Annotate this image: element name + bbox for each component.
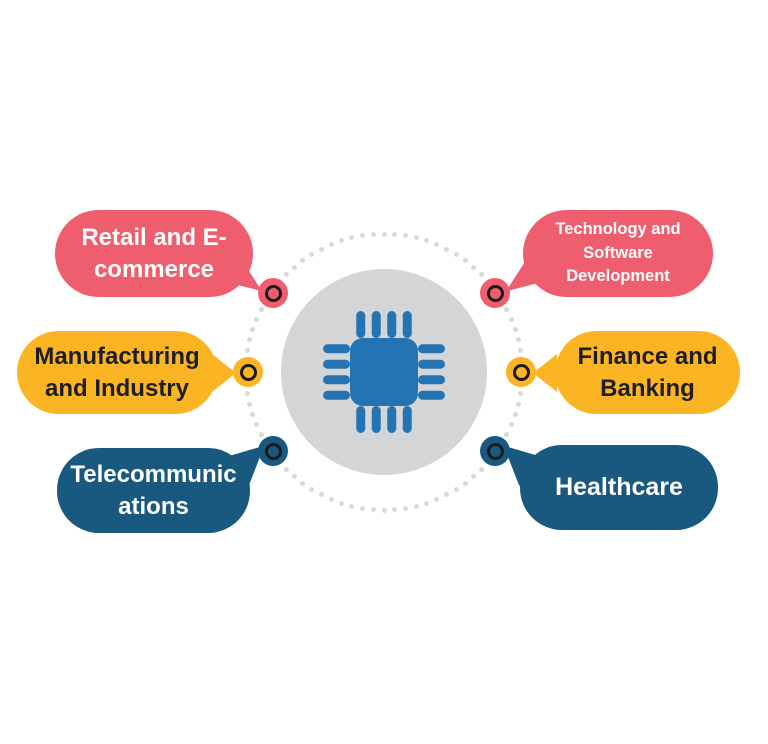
ring-dot	[453, 487, 459, 493]
ring-dot	[291, 264, 297, 270]
ring-dot	[479, 467, 485, 473]
ring-dot	[403, 505, 409, 511]
ring-dot	[250, 326, 256, 332]
connector-node-ring	[239, 363, 257, 381]
ring-dot	[247, 401, 253, 407]
connector-node-ring	[486, 284, 504, 302]
ring-dot	[444, 246, 450, 252]
connector-node-technology	[480, 278, 510, 308]
connector-node-manufacturing	[233, 357, 263, 387]
ring-dot	[283, 467, 289, 473]
ring-dot	[517, 391, 523, 397]
ring-dot	[392, 231, 398, 237]
ring-dot	[338, 500, 344, 506]
bubble-manufacturing-industry-label: Manufacturing and Industry	[34, 343, 200, 402]
ring-dot	[283, 271, 289, 277]
ring-dot	[444, 492, 450, 498]
ring-dot	[370, 231, 376, 237]
ring-dot	[403, 233, 409, 239]
ring-dot	[381, 231, 387, 237]
ring-dot	[471, 264, 477, 270]
ring-dot	[434, 496, 440, 502]
ring-dot	[328, 242, 334, 247]
ring-dot	[309, 251, 315, 257]
ring-dot	[453, 251, 459, 257]
ring-dot	[392, 507, 398, 513]
ring-dot	[250, 412, 256, 418]
ring-dot	[245, 391, 251, 397]
connector-node-ring	[512, 363, 530, 381]
ring-dot	[508, 316, 514, 322]
bubble-finance-tail	[533, 354, 557, 392]
ring-dot	[517, 347, 523, 353]
ring-dot	[413, 503, 419, 509]
ring-dot	[462, 257, 468, 263]
ring-dot	[328, 496, 334, 502]
bubble-retail-ecommerce: Retail and E-commerce	[55, 210, 253, 297]
ring-dot	[318, 492, 324, 498]
ring-dot	[254, 422, 259, 428]
connector-node-finance	[506, 357, 536, 387]
ring-dot	[349, 235, 355, 241]
ring-dot	[359, 505, 365, 511]
ring-dot	[508, 422, 514, 428]
ring-dot	[515, 337, 521, 343]
connector-node-ring	[264, 284, 282, 302]
ring-dot	[512, 326, 518, 332]
bubble-healthcare: Healthcare	[520, 445, 718, 530]
ring-dot	[349, 503, 355, 509]
bubble-finance-banking-label: Finance and Banking	[577, 343, 718, 402]
ring-dot	[359, 233, 365, 239]
bubble-technology-software: Technology and Software Development	[523, 210, 713, 297]
ring-dot	[300, 257, 306, 263]
bubble-healthcare-label: Healthcare	[555, 473, 683, 502]
ring-dot	[291, 474, 297, 480]
ring-dot	[247, 337, 253, 343]
ring-dot	[254, 316, 259, 322]
ring-dot	[338, 238, 344, 244]
ring-dot	[381, 507, 387, 513]
ring-dot	[434, 242, 440, 247]
ring-dot	[504, 432, 510, 438]
connector-node-ring	[264, 442, 282, 460]
ring-dot	[424, 238, 430, 244]
bubble-manufacturing-industry: Manufacturing and Industry	[17, 331, 217, 414]
ring-dot	[424, 500, 430, 506]
ring-dot	[318, 246, 324, 252]
connector-node-telecom	[258, 436, 288, 466]
ring-dot	[515, 401, 521, 407]
ring-dot	[471, 474, 477, 480]
ring-dot	[504, 306, 510, 312]
connector-node-ring	[486, 442, 504, 460]
bubble-finance-banking: Finance and Banking	[555, 331, 740, 414]
connector-node-retail	[258, 278, 288, 308]
ring-dot	[300, 481, 306, 487]
bubble-telecommunications: Telecommunications	[57, 448, 250, 533]
ring-dot	[413, 235, 419, 241]
ring-dot	[245, 347, 251, 353]
ring-dot	[309, 487, 315, 493]
ring-dot	[258, 432, 264, 438]
ring-dot	[462, 481, 468, 487]
bubble-retail-ecommerce-label: Retail and E-commerce	[81, 224, 227, 283]
connector-node-healthcare	[480, 436, 510, 466]
ring-dot	[370, 507, 376, 513]
chip-icon	[309, 297, 459, 447]
ring-dot	[258, 306, 264, 312]
ring-dot	[479, 271, 485, 277]
bubble-technology-software-label: Technology and Software Development	[555, 220, 681, 286]
ring-dot	[512, 412, 518, 418]
bubble-telecommunications-label: Telecommunications	[70, 461, 237, 520]
